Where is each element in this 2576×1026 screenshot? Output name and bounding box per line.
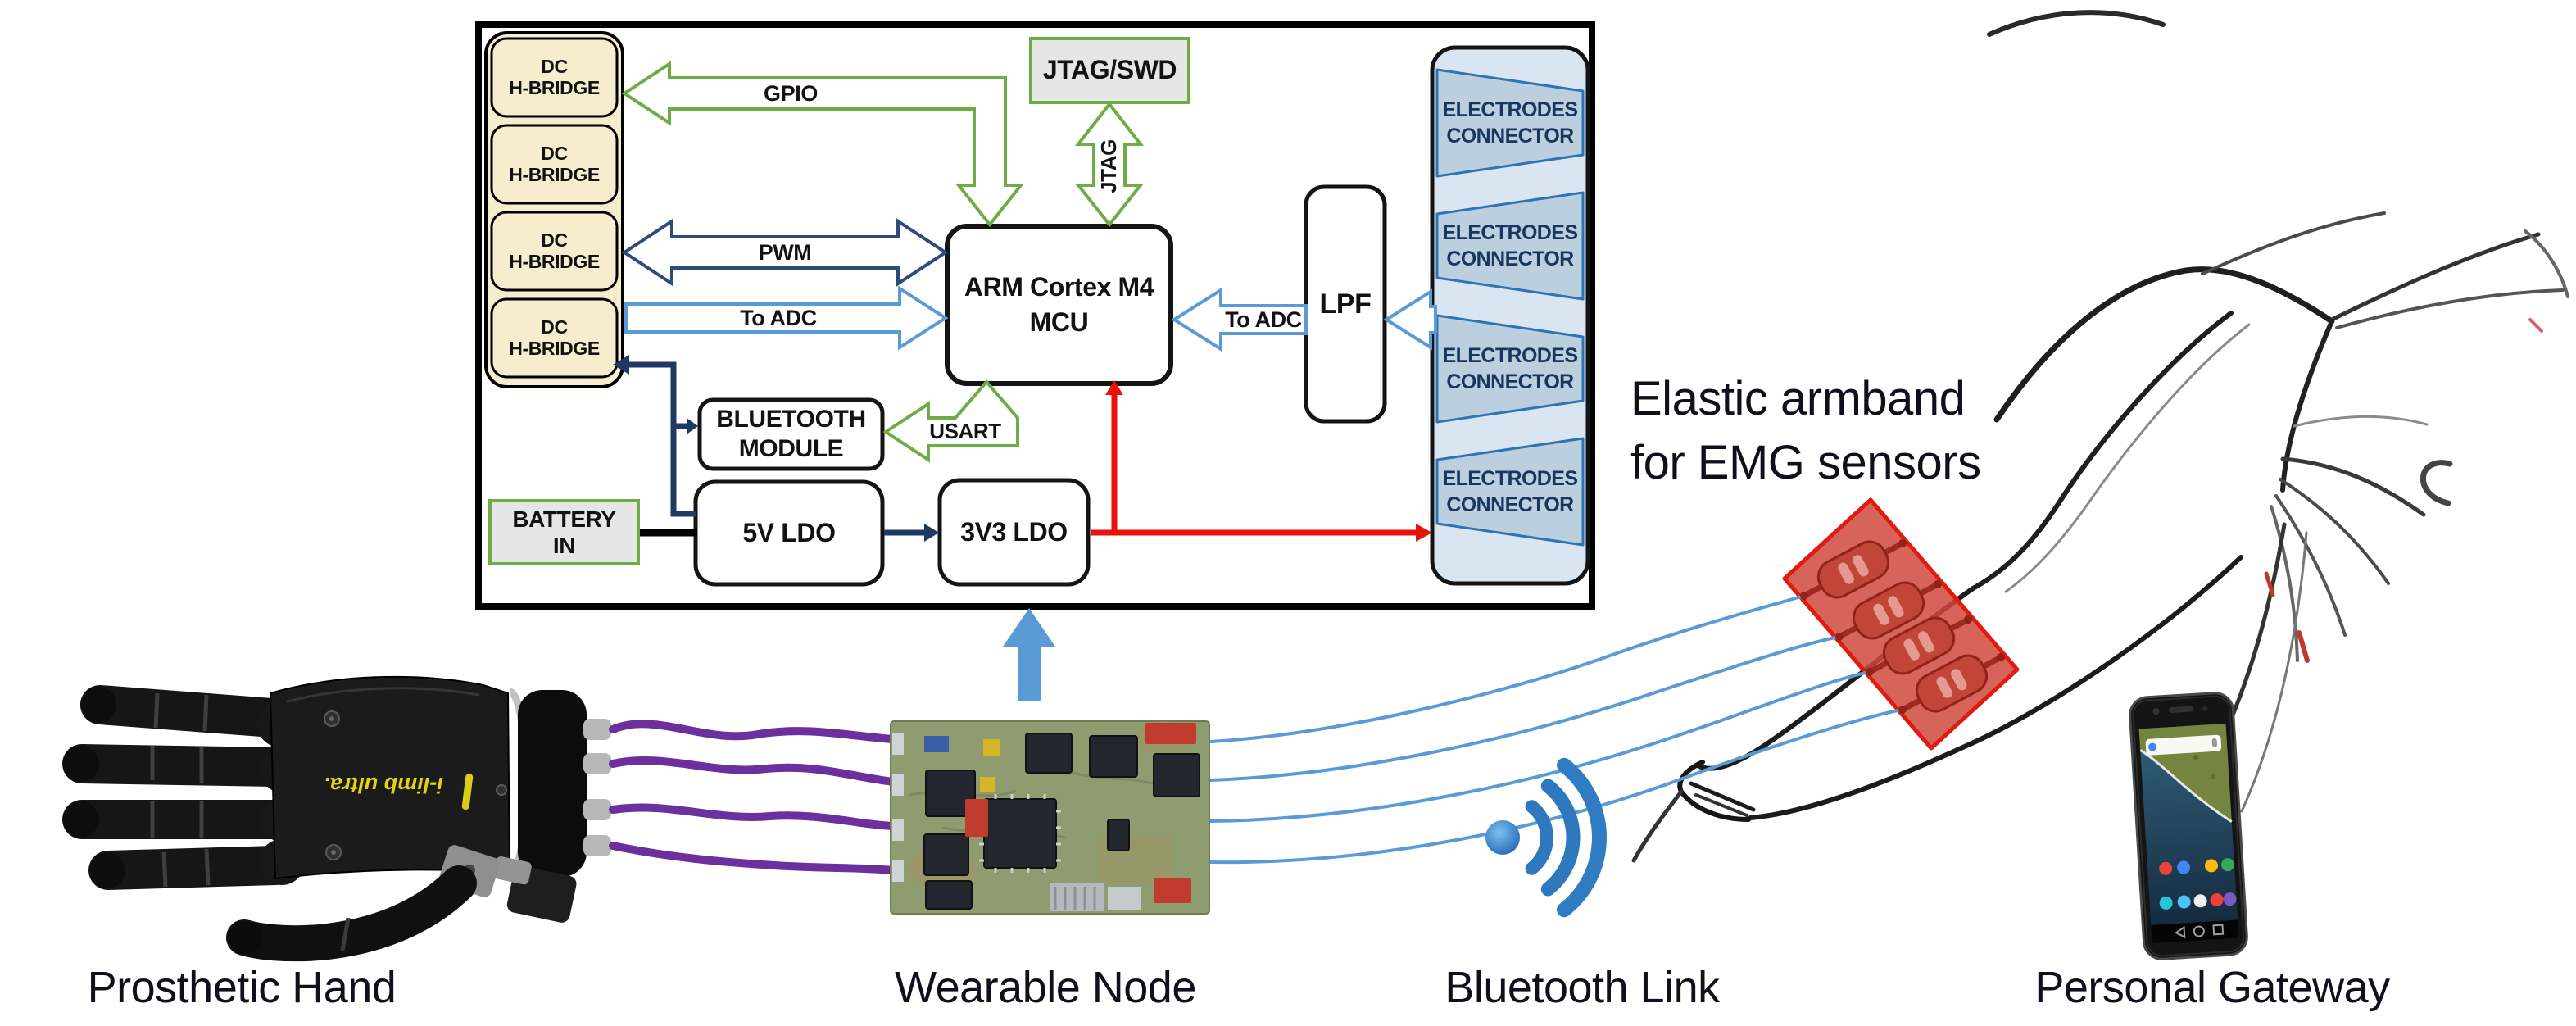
- motor-wires: [609, 720, 897, 874]
- jtag-bus-arrow: [1074, 101, 1145, 228]
- wrist-connectors: [583, 719, 611, 856]
- pwm-bus-label: PWM: [758, 239, 812, 265]
- hand-touch-logo: [461, 774, 474, 810]
- hand-brand-marking: i-limb ultra.: [324, 773, 443, 798]
- sketch-red-mark: [2297, 630, 2310, 663]
- personal-gateway-phone: [2129, 692, 2248, 960]
- gpio-bus-arrow: [621, 61, 1025, 228]
- ldo-3v3-label: 3V3 LDO: [960, 516, 1068, 547]
- palm-screws: [324, 710, 507, 860]
- emg-sensors: [1799, 539, 2006, 714]
- lpf-to-adc-label: To ADC: [1225, 306, 1302, 332]
- pwm-bus-arrow: [621, 218, 949, 287]
- ldo-5v-label: 5V LDO: [742, 517, 836, 547]
- usart-bus-arrow: [882, 379, 1019, 463]
- jtag-bus-label: JTAG: [1096, 139, 1122, 193]
- to-adc-bus-arrow: [624, 285, 949, 351]
- sketch-red-mark: [2528, 318, 2543, 333]
- usart-bus-label: USART: [929, 419, 1001, 444]
- lpf-label: LPF: [1319, 288, 1372, 320]
- caption-prosthetic-hand: Prosthetic Hand: [87, 963, 397, 1012]
- electrodes-to-lpf-arrow: [1383, 288, 1437, 351]
- phone-app-icons: [2159, 858, 2237, 910]
- caption-personal-gateway: Personal Gateway: [2034, 963, 2390, 1012]
- caption-bluetooth-link: Bluetooth Link: [1444, 963, 1720, 1012]
- pcb-red-connectors: [965, 723, 1196, 903]
- prosthetic-hand-image: [62, 675, 611, 962]
- ldo-3v3-box: [937, 478, 1091, 587]
- finger-joints: [150, 692, 211, 888]
- jtag-swd-label: JTAG/SWD: [1042, 55, 1177, 85]
- bluetooth-signal-icon: [1485, 757, 1607, 918]
- up-arrow-icon: [1003, 608, 1055, 701]
- emg-sensor-wires: [1209, 594, 1904, 865]
- electrodes-connector-column: [1430, 45, 1590, 586]
- gpio-bus-label: GPIO: [764, 80, 818, 106]
- caption-wearable-node: Wearable Node: [895, 963, 1196, 1012]
- wearable-node-image: [890, 720, 1210, 915]
- power-lines: [613, 355, 1432, 542]
- phone-nav-bar: [2174, 924, 2225, 939]
- pcb-chips: [923, 733, 1200, 910]
- wrist-clamp: [493, 856, 577, 923]
- sketch-red-mark: [2264, 571, 2275, 597]
- to-adc-bus-label: To ADC: [740, 305, 817, 330]
- phone-search-bar: [2145, 734, 2222, 756]
- block-diagram: [475, 21, 1595, 610]
- lpf-to-adc-arrow: [1171, 287, 1308, 352]
- battery-in-box: [488, 499, 640, 565]
- mcu-box: [945, 224, 1173, 386]
- bluetooth-module-box: [697, 397, 885, 471]
- jtag-swd-box: [1029, 37, 1190, 104]
- h-bridge-stack: [484, 31, 624, 388]
- pcb-pads: [892, 733, 904, 882]
